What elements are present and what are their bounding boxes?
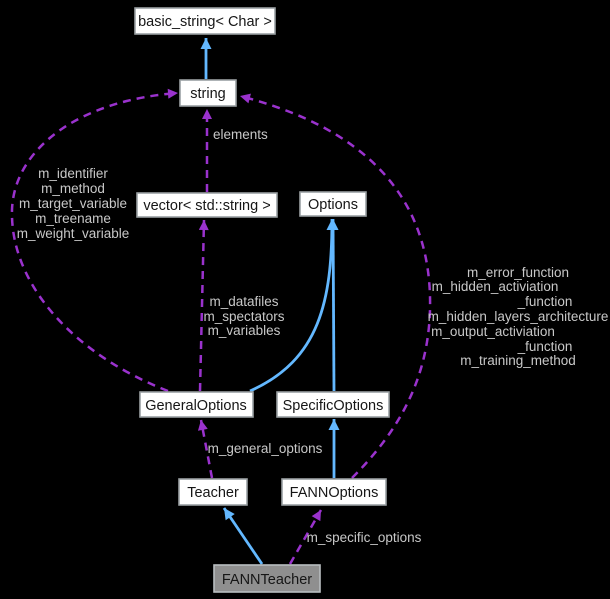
node-teacher-label: Teacher xyxy=(187,485,239,501)
edge-label-m-error-function: m_error_function xyxy=(467,265,569,280)
node-basic-string-label: basic_string< Char > xyxy=(138,14,272,30)
edge-inheritance-fannteacher-teacher xyxy=(222,507,264,565)
edges xyxy=(10,38,432,565)
edge-label-function-1: _function xyxy=(517,294,573,309)
edge-label-m-datafiles: m_datafiles xyxy=(209,294,278,309)
node-string-label: string xyxy=(190,86,225,102)
edge-label-m-output-activiation: m_output_activiation xyxy=(431,324,555,339)
edge-label-elements: elements xyxy=(213,127,268,142)
edge-label-m-specific-options: m_specific_options xyxy=(307,530,422,545)
edge-label-m-hidden-activiation: m_hidden_activiation xyxy=(432,279,559,294)
node-options[interactable]: Options xyxy=(299,191,367,217)
node-general-options-label: GeneralOptions xyxy=(145,398,247,414)
node-general-options[interactable]: GeneralOptions xyxy=(139,391,254,418)
node-basic-string[interactable]: basic_string< Char > xyxy=(134,7,276,35)
edge-usage-teacher-generaloptions xyxy=(197,419,214,479)
edge-label-m-general-options: m_general_options xyxy=(208,441,323,456)
node-string[interactable]: string xyxy=(179,79,237,107)
edge-label-m-identifier: m_identifier xyxy=(38,166,108,181)
edge-usage-generaloptions-string xyxy=(10,88,179,393)
edge-label-m-hidden-layers-architecture: m_hidden_layers_architecture xyxy=(428,309,609,324)
node-options-label: Options xyxy=(308,197,358,213)
nodes: basic_string< Char > string vector< std:… xyxy=(134,7,390,593)
edge-label-m-weight-variable: m_weight_variable xyxy=(17,226,130,241)
edge-usage-generaloptions-vector xyxy=(198,219,209,392)
node-vector-std-string[interactable]: vector< std::string > xyxy=(136,192,278,218)
edge-label-m-target-variable: m_target_variable xyxy=(19,196,127,211)
edge-inheritance-specificoptions-options xyxy=(327,218,339,392)
node-fann-options[interactable]: FANNOptions xyxy=(281,478,387,506)
edge-usage-fannteacher-fannoptions xyxy=(288,509,323,565)
node-vector-label: vector< std::string > xyxy=(143,198,270,214)
edge-label-m-spectators: m_spectators xyxy=(203,309,284,324)
edge-inheritance-generaloptions-options xyxy=(249,218,338,393)
edge-label-m-variables: m_variables xyxy=(208,323,281,338)
edge-label-m-training-method: m_training_method xyxy=(460,353,576,368)
edge-label-function-2: _function xyxy=(517,339,573,354)
node-fann-options-label: FANNOptions xyxy=(290,485,379,501)
node-specific-options[interactable]: SpecificOptions xyxy=(276,391,390,418)
edge-labels: elements m_identifier m_method m_target_… xyxy=(17,127,609,545)
node-fann-teacher-current: FANNTeacher xyxy=(213,564,321,593)
node-specific-options-label: SpecificOptions xyxy=(283,398,384,414)
node-fann-teacher-label: FANNTeacher xyxy=(222,572,312,588)
edge-label-m-treename: m_treename xyxy=(35,211,111,226)
node-teacher[interactable]: Teacher xyxy=(178,478,248,506)
edge-label-m-method: m_method xyxy=(41,181,105,196)
